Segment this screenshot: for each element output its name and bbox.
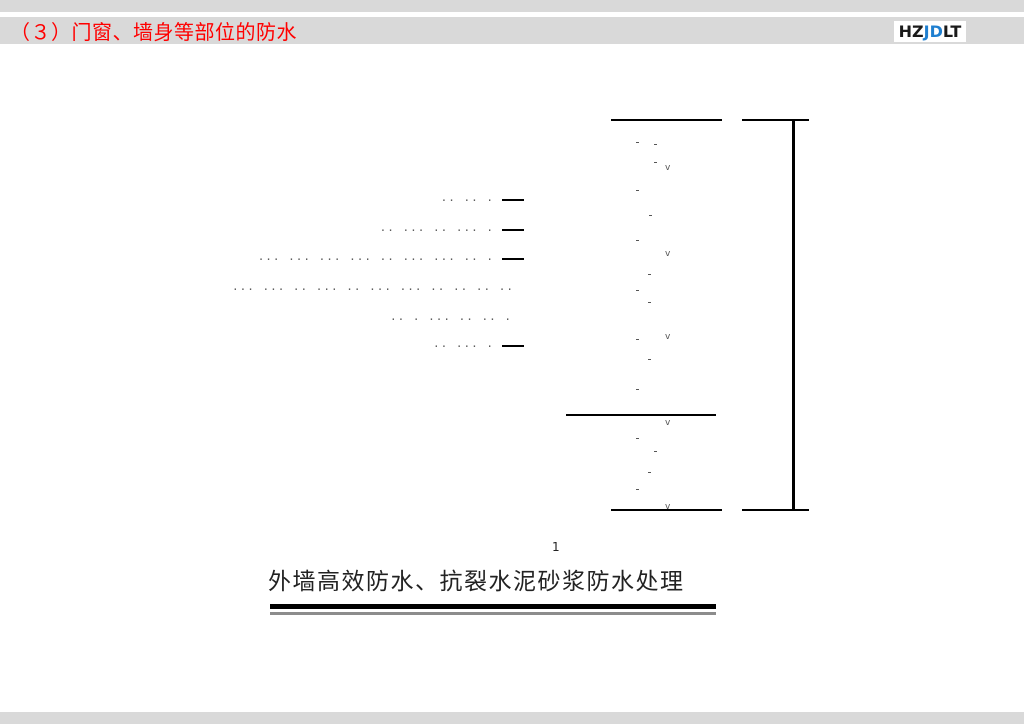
top-line-right — [742, 119, 809, 121]
top-line-left — [611, 119, 722, 121]
middle-line — [566, 414, 716, 416]
layer-label-5: ·· · ··· ·· ·· · — [390, 311, 512, 327]
hatch-mark — [654, 144, 657, 145]
layer-label-6: ·· ··· · — [433, 338, 524, 354]
bottom-line-right — [742, 509, 809, 511]
hatch-mark — [636, 489, 639, 490]
logo-part-hz: HZ — [898, 22, 924, 41]
logo-part-lt: LT — [942, 22, 962, 41]
leader-line — [502, 258, 524, 260]
hatch-mark — [648, 274, 651, 275]
hatch-mark — [649, 215, 652, 216]
bottom-line-left — [611, 509, 722, 511]
layer-label-text: ·· · ··· ·· ·· · — [390, 312, 512, 326]
leader-line — [502, 199, 524, 201]
caption-underline-thin — [270, 612, 716, 615]
hatch-chevron: v — [665, 249, 671, 259]
title-bar — [0, 17, 1024, 44]
caption-underline-thick — [270, 604, 716, 609]
layer-label-4: ··· ··· ·· ··· ·· ··· ··· ·· ·· ·· ·· — [232, 281, 514, 297]
hatch-mark — [636, 339, 639, 340]
layer-label-text: ·· ·· · — [440, 193, 494, 207]
hatch-mark — [636, 438, 639, 439]
top-decorative-bar — [0, 0, 1024, 12]
bottom-decorative-bar — [0, 712, 1024, 724]
hatch-mark — [636, 142, 639, 143]
hatch-mark — [636, 190, 639, 191]
diagram-caption: 外墙高效防水、抗裂水泥砂浆防水处理 — [268, 569, 685, 595]
hatch-mark — [654, 451, 657, 452]
leader-line — [502, 229, 524, 231]
hatch-chevron: v — [665, 418, 671, 428]
hatch-mark — [636, 240, 639, 241]
layer-label-text: ·· ··· · — [433, 339, 494, 353]
layer-label-text: ··· ··· ·· ··· ·· ··· ··· ·· ·· ·· ·· — [231, 282, 514, 296]
slide-title: （３）门窗、墙身等部位的防水 — [10, 20, 297, 44]
hatch-chevron: v — [665, 163, 671, 173]
hatch-chevron: v — [665, 332, 671, 342]
hatch-mark — [648, 359, 651, 360]
layer-label-2: ·· ··· ·· ··· · — [380, 222, 524, 238]
hatch-mark — [654, 162, 657, 163]
leader-line — [502, 345, 524, 347]
layer-label-text: ·· ··· ·· ··· · — [379, 223, 494, 237]
brand-logo: HZJDLT — [894, 21, 966, 42]
hatch-mark — [648, 302, 651, 303]
caption-mark: 1 — [552, 540, 560, 554]
layer-label-text: ··· ··· ··· ··· ·· ··· ··· ·· · — [257, 252, 494, 266]
hatch-chevron: v — [665, 502, 671, 512]
hatch-mark — [636, 389, 639, 390]
dimension-line — [792, 121, 795, 510]
layer-label-3: ··· ··· ··· ··· ·· ··· ··· ·· · — [258, 251, 524, 267]
layer-label-1: ·· ·· · — [441, 192, 524, 208]
hatch-mark — [648, 472, 651, 473]
hatch-mark — [636, 290, 639, 291]
logo-part-jd: JD — [923, 22, 943, 41]
